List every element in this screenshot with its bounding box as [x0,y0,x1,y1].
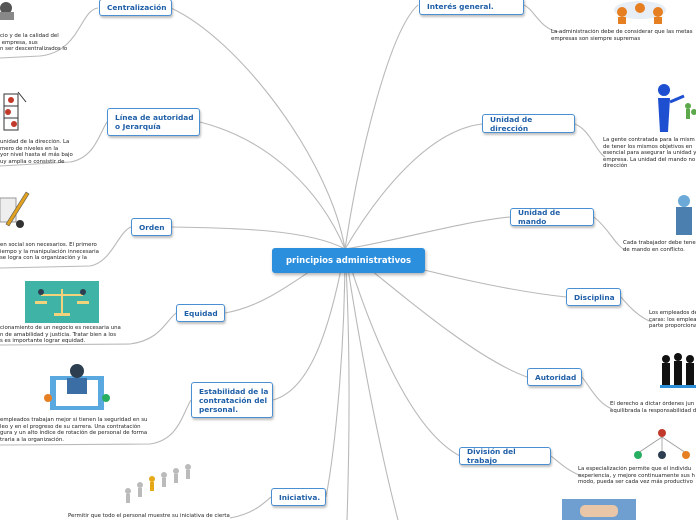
desc-orden: en social son necesarios. El primero iem… [0,242,112,262]
illustration-division-trabajo [628,425,696,465]
desc-estabilidad: empleados trabajan mejor si tienen la se… [0,417,178,443]
topic-estabilidad[interactable]: Estabilidad de la contratación del perso… [191,382,273,418]
topic-disciplina[interactable]: Disciplina [566,288,621,306]
desc-equidad: cionamiento de un negocio es necesaria u… [0,325,160,345]
desc-interes-general: La administración debe de considerar que… [551,29,696,42]
illustration-handshake [562,499,636,520]
desc-unidad-direccion: La gente contratada para la mism de tene… [603,137,696,170]
desc-unidad-mando: Cada trabajador debe tene de mando en co… [623,240,696,253]
topic-estabilidad-label: Estabilidad de la contratación del perso… [199,387,268,414]
topic-unidad-mando-label: Unidad de mando [518,208,586,226]
desc-division-trabajo: La especialización permite que el indivi… [578,466,696,486]
topic-centralizacion-label: Centralización [107,3,166,12]
central-topic[interactable]: principios administrativos [272,248,425,273]
topic-unidad-mando[interactable]: Unidad de mando [510,208,594,226]
illustration-unidad-mando [672,193,696,237]
central-topic-label: principios administrativos [286,256,411,266]
illustration-centralizacion [0,0,22,22]
illustration-interes-general [608,0,672,26]
topic-orden-label: Orden [139,223,165,232]
topic-unidad-direccion[interactable]: Unidad de dirección [482,114,575,133]
topic-equidad[interactable]: Equidad [176,304,225,322]
illustration-orden [0,184,30,238]
topic-division-trabajo[interactable]: División del trabajo [459,447,551,465]
topic-division-trabajo-label: División del trabajo [467,447,543,465]
topic-disciplina-label: Disciplina [574,293,615,302]
topic-iniciativa-label: Iniciativa. [279,493,320,502]
illustration-autoridad [660,349,696,391]
desc-disciplina: Los empleados de caras: los emplea parte… [649,310,696,330]
illustration-jerarquia [0,88,28,136]
topic-interes-general[interactable]: Interés general. [419,0,524,15]
desc-iniciativa: Permitir que todo el personal muestre su… [68,513,268,520]
desc-autoridad: El derecho a dictar órdenes jun equilibr… [610,401,696,414]
illustration-equidad [25,281,99,323]
topic-centralizacion[interactable]: Centralización [99,0,172,16]
illustration-unidad-direccion [654,82,696,134]
illustration-iniciativa [118,461,194,507]
topic-jerarquia[interactable]: Línea de autoridad o Jerarquía [107,108,200,136]
desc-jerarquia: unidad de la dirección. La mero de nivel… [0,139,102,165]
topic-unidad-direccion-label: Unidad de dirección [490,115,567,133]
topic-equidad-label: Equidad [184,309,218,318]
topic-iniciativa[interactable]: Iniciativa. [271,488,326,506]
topic-jerarquia-label: Línea de autoridad o Jerarquía [115,113,194,131]
topic-autoridad[interactable]: Autoridad [527,368,582,386]
topic-interes-general-label: Interés general. [427,2,494,11]
topic-orden[interactable]: Orden [131,218,172,236]
desc-centralizacion: cio y de la calidad del empresa, sus n s… [0,33,98,53]
topic-autoridad-label: Autoridad [535,373,576,382]
illustration-estabilidad [40,358,114,413]
